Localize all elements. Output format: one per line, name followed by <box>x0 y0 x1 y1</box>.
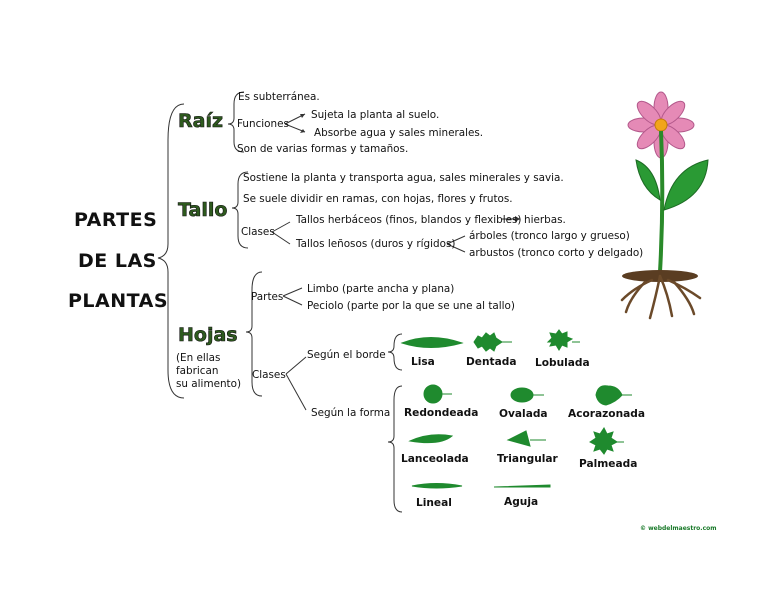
leaf-label: Lanceolada <box>401 453 469 465</box>
lisa-leaf-icon <box>400 337 464 348</box>
ovalada-leaf-icon <box>510 387 544 403</box>
dentada-leaf-icon <box>473 332 512 352</box>
roots <box>620 274 702 320</box>
main-title-line-3: PLANTAS <box>68 290 169 312</box>
segun-forma: Según la forma <box>311 407 391 419</box>
raiz-funciones: Funciones <box>237 118 289 130</box>
redondeada-leaf-icon <box>423 384 452 404</box>
flower-leaf-right <box>663 159 709 211</box>
hojas-note-line: fabrican <box>176 365 219 377</box>
leaf-label: Acorazonada <box>568 408 645 420</box>
lanceolada-leaf-icon <box>408 434 454 444</box>
aguja-leaf-icon <box>493 484 551 488</box>
leaf-label: Ovalada <box>499 408 548 420</box>
raiz-function: Absorbe agua y sales minerales. <box>314 127 484 139</box>
raiz-function: Sujeta la planta al suelo. <box>311 109 440 121</box>
tallo-class: Tallos herbáceos (finos, blandos y flexi… <box>296 214 522 226</box>
raiz-heading: Raíz <box>178 110 224 133</box>
flower-center <box>654 118 668 132</box>
triangular-leaf-icon <box>506 430 546 447</box>
leaf-label: Triangular <box>497 453 558 465</box>
tallo-heading: Tallo <box>178 199 228 222</box>
hojas-peciolo: Peciolo (parte por la que se une al tall… <box>307 300 515 312</box>
hojas-clases: Clases <box>252 369 286 381</box>
tallo-class-result: arbustos (tronco corto y delgado) <box>469 247 644 259</box>
tallo-item: Sostiene la planta y transporta agua, sa… <box>243 172 564 184</box>
tallo-clases: Clases <box>241 226 275 238</box>
tallo-class: Tallos leñosos (duros y rígidos) <box>296 238 456 250</box>
flower-leaf-left <box>635 159 661 201</box>
hojas-note-line: (En ellas <box>176 352 221 364</box>
leaf-label: Dentada <box>466 356 517 368</box>
credit-text: © webdelmaestro.com <box>640 525 717 532</box>
leaf-label: Aguja <box>504 496 539 508</box>
main-title-line-2: DE LAS <box>78 250 157 272</box>
raiz-item: Son de varias formas y tamaños. <box>237 143 409 155</box>
lineal-leaf-icon <box>411 483 463 489</box>
acorazonada-leaf-icon <box>595 385 632 406</box>
hojas-note-line: su alimento) <box>176 378 242 390</box>
leaf-label: Lobulada <box>535 357 590 369</box>
leaf-label: Lineal <box>416 497 452 509</box>
palmeada-leaf-icon <box>589 427 624 455</box>
lobulada-leaf-icon <box>546 329 580 351</box>
tallo-item: Se suele dividir en ramas, con hojas, fl… <box>243 193 513 205</box>
hojas-heading: Hojas <box>178 324 238 347</box>
hojas-limbo: Limbo (parte ancha y plana) <box>307 283 455 295</box>
leaf-label: Lisa <box>411 356 435 368</box>
tallo-class-result: árboles (tronco largo y grueso) <box>469 230 630 242</box>
concept-map-card <box>40 44 740 534</box>
hojas-partes: Partes <box>251 291 284 303</box>
flower-stem <box>658 130 665 273</box>
raiz-item: Es subterránea. <box>238 91 320 103</box>
tallo-class-result: hierbas. <box>524 214 566 226</box>
leaf-label: Palmeada <box>579 458 638 470</box>
main-title-line-1: PARTES <box>74 209 158 231</box>
segun-borde: Según el borde <box>307 349 386 361</box>
leaf-label: Redondeada <box>404 407 479 419</box>
